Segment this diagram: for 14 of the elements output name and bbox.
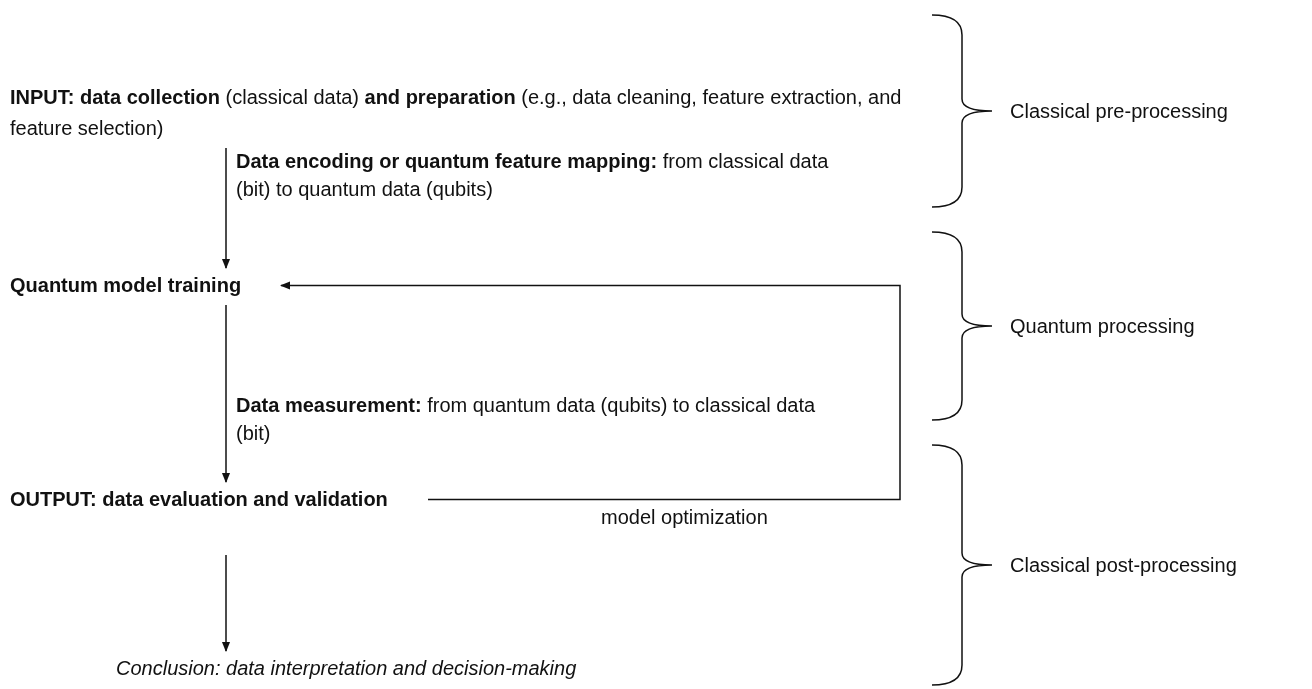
edge-label: Data measurement: from quantum data (qubits) to classical data (bit) bbox=[236, 393, 817, 446]
step-text: Quantum model training bbox=[10, 270, 242, 301]
section-label: Classical pre-processing bbox=[1010, 99, 1228, 124]
step-text: Conclusion: data interpretation and decision-making bbox=[116, 653, 577, 684]
step-text: OUTPUT: data evaluation and validation bbox=[10, 484, 388, 515]
arrow bbox=[221, 147, 231, 270]
arrow bbox=[221, 554, 231, 653]
section-label: Quantum processing bbox=[1010, 314, 1195, 339]
arrow bbox=[221, 304, 231, 484]
edge-label: Data encoding or quantum feature mapping: from classical data (bit) to quantum data (qubits) bbox=[236, 149, 830, 202]
step-text: INPUT: data collection (classical data) and preparation (e.g., data cleaning, feature extraction, and feature selection) bbox=[10, 82, 915, 144]
edge-label: model optimization bbox=[601, 505, 769, 530]
arrow bbox=[279, 281, 901, 501]
section-label: Classical post-processing bbox=[1010, 553, 1237, 578]
